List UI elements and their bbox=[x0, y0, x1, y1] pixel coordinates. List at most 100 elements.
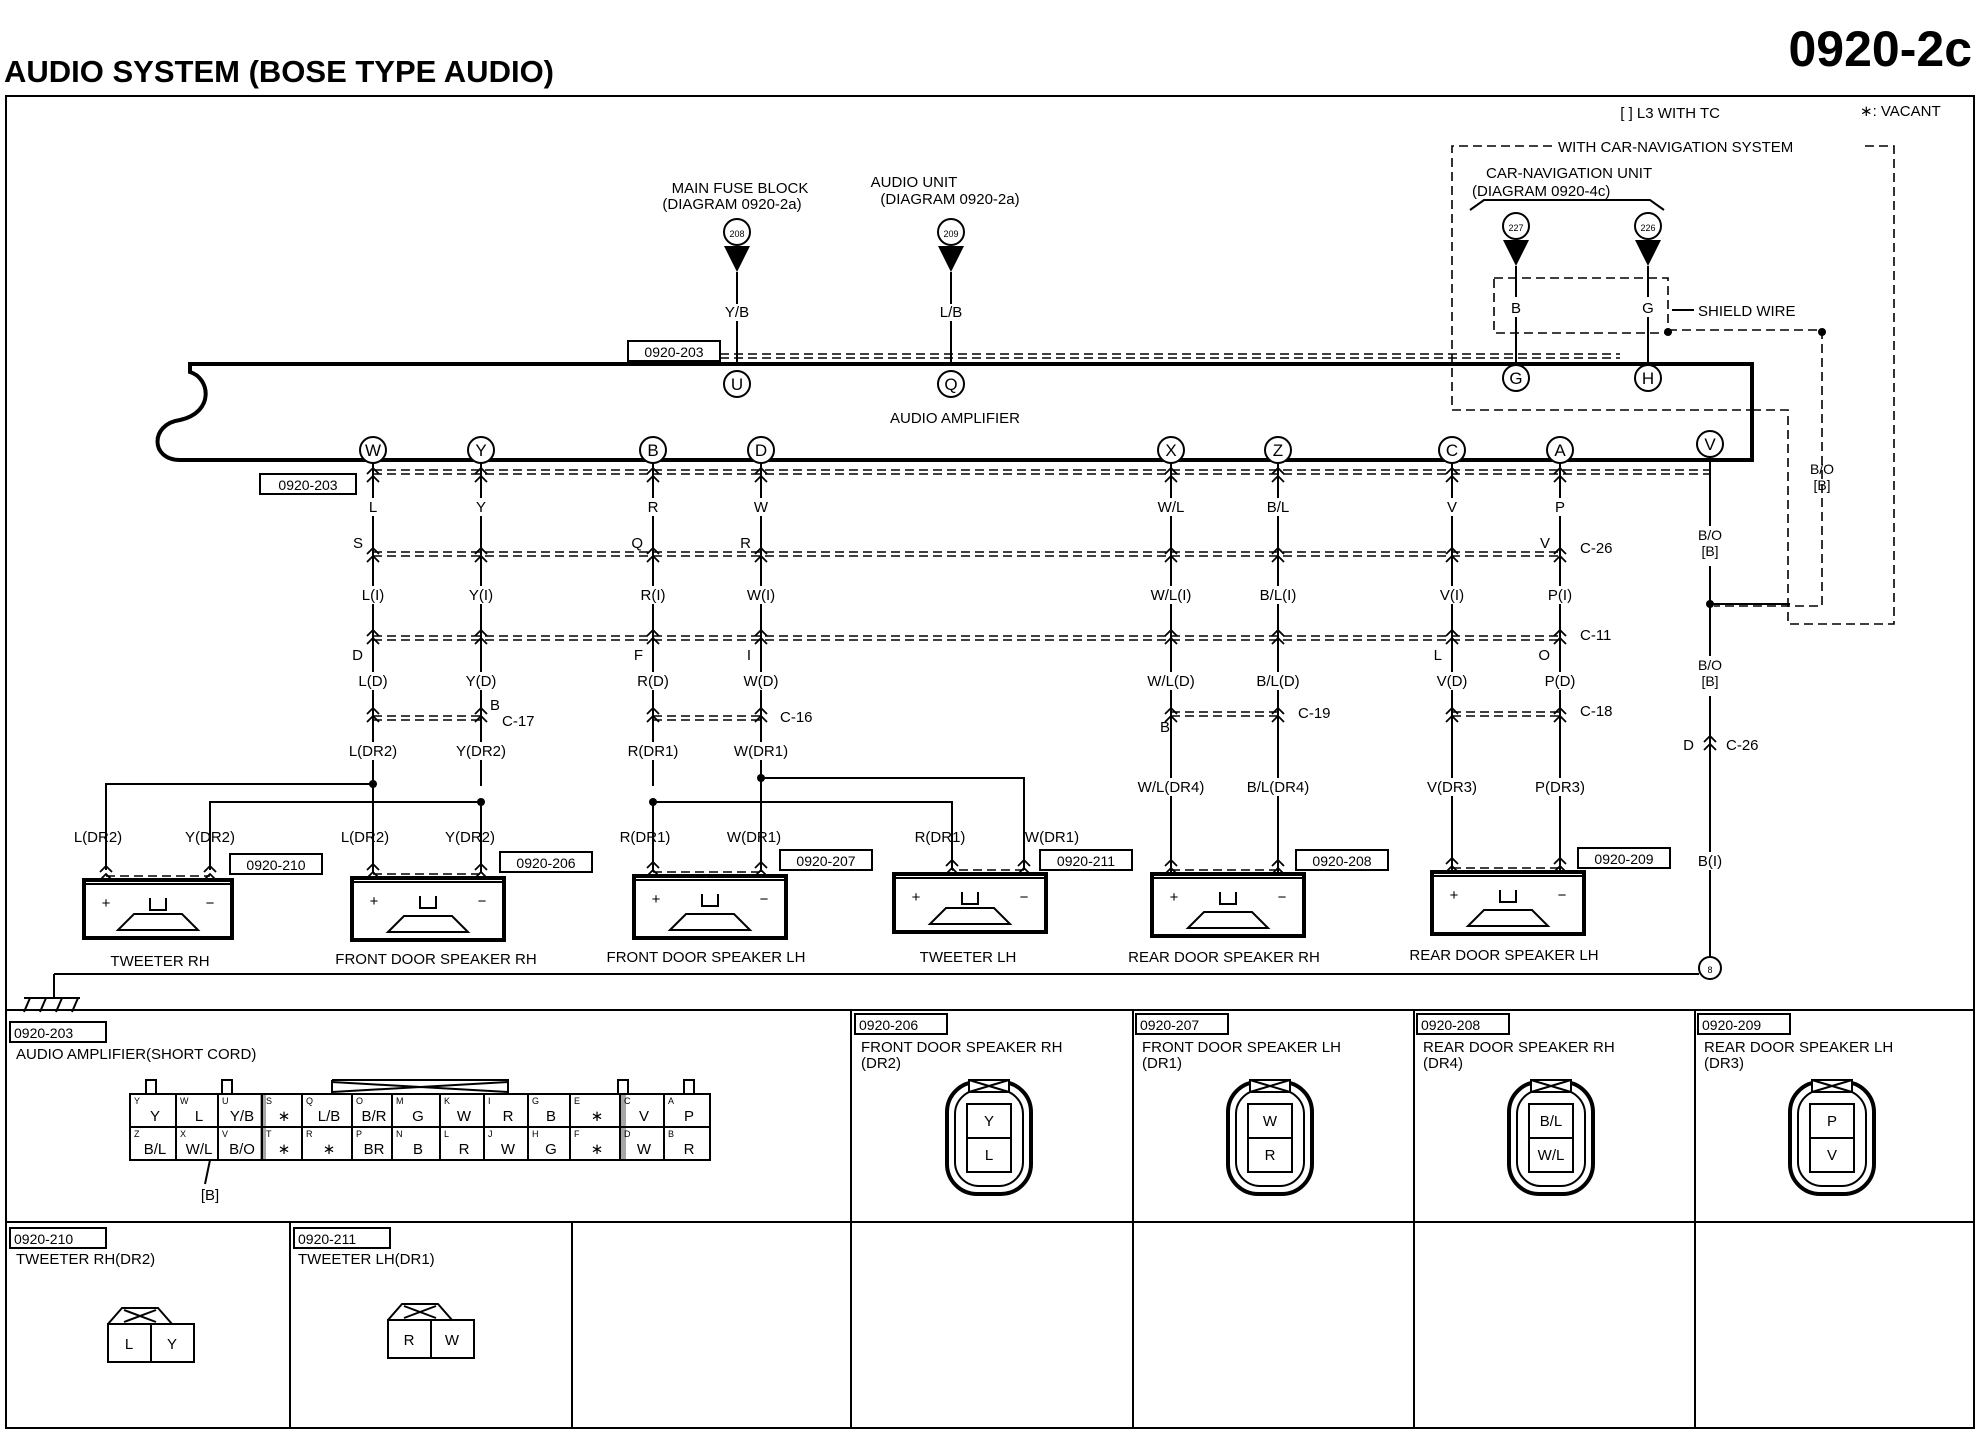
connector-211: 0920-211 TWEETER LH(DR1) R W bbox=[293, 1227, 475, 1359]
term-d: D bbox=[755, 441, 767, 460]
c203-top-pin-10: E bbox=[574, 1096, 580, 1106]
c211-pin-w: W bbox=[445, 1332, 460, 1349]
wire-4-seg4: W/L(DR4) bbox=[1138, 779, 1205, 796]
c203-bottom-pin-4: R bbox=[306, 1129, 313, 1139]
wire-7-seg1: P bbox=[1555, 499, 1565, 516]
wire-3-seg2: W(I) bbox=[747, 587, 775, 604]
svg-text:−: − bbox=[1558, 887, 1567, 904]
v-line: V B/O [B] B/O [B] D C-26 B(I) 8 bbox=[1683, 430, 1790, 980]
connector-210: 0920-210 TWEETER RH(DR2) L Y bbox=[9, 1227, 195, 1363]
c203-bottom-pin-3: T bbox=[266, 1129, 272, 1139]
shield-wire-label: SHIELD WIRE bbox=[1698, 303, 1796, 320]
wire-4-seg2: W/L(I) bbox=[1151, 587, 1192, 604]
side-wire-label: B/O bbox=[1810, 461, 1834, 477]
c203-bottom-cell-7: R bbox=[459, 1141, 470, 1158]
c208-id: 0920-208 bbox=[1421, 1017, 1480, 1033]
wire-1-seg3: Y(D) bbox=[466, 673, 497, 690]
v-wire1-note: [B] bbox=[1701, 543, 1718, 559]
c206-title: FRONT DOOR SPEAKER RH bbox=[861, 1039, 1062, 1056]
legend-vacant: ∗: VACANT bbox=[1860, 103, 1941, 120]
term-h: H bbox=[1642, 369, 1654, 388]
audio-unit-diagram: (DIAGRAM 0920-2a) bbox=[880, 191, 1019, 208]
term-z: Z bbox=[1273, 441, 1283, 460]
speaker-wire-columns: WLL(I)L(D)L(DR2)SDYYY(I)Y(D)Y(DR2)BBRR(I… bbox=[105, 436, 1710, 872]
shield-wire-path bbox=[1668, 329, 1823, 607]
c203-top-pin-0: Y bbox=[134, 1096, 140, 1106]
c207-title: FRONT DOOR SPEAKER LH bbox=[1142, 1039, 1341, 1056]
c203-bottom-cell-11: W bbox=[637, 1141, 652, 1158]
c203-bottom-cell-12: R bbox=[684, 1141, 695, 1158]
wire-2-pin1: Q bbox=[631, 535, 643, 552]
nav-wire-b-label: B bbox=[1511, 300, 1521, 317]
c210-pin-l: L bbox=[125, 1336, 133, 1353]
wire-column-c: CVV(I)V(D)V(DR3)L bbox=[1420, 436, 1484, 864]
wire-7-seg3: P(D) bbox=[1545, 673, 1576, 690]
c211-id: 0920-211 bbox=[298, 1231, 356, 1247]
wire-2-pin2: F bbox=[634, 647, 643, 664]
svg-text:+: + bbox=[912, 889, 921, 906]
amp-top-terminals: U Q G H bbox=[723, 364, 1662, 398]
speaker-0-wire1: L(DR2) bbox=[74, 829, 122, 846]
wire-column-x: XW/LW/L(I)W/L(D)W/L(DR4)B bbox=[1138, 436, 1205, 866]
c211-pin-r: R bbox=[404, 1332, 415, 1349]
c203-bottom-pin-12: B bbox=[668, 1129, 674, 1139]
wire-6-pin2: L bbox=[1434, 647, 1442, 664]
c203-bottom-pin-7: L bbox=[444, 1129, 449, 1139]
c203-bottom-cell-0: B/L bbox=[144, 1141, 167, 1158]
v-wire2-label: B/O bbox=[1698, 657, 1722, 673]
c203-top-cell-5: B/R bbox=[361, 1108, 386, 1125]
wire-4-seg1: W/L bbox=[1158, 499, 1185, 516]
wire-0-seg1: L bbox=[369, 499, 377, 516]
v-wire1-label: B/O bbox=[1698, 527, 1722, 543]
audio-unit: AUDIO UNIT (DIAGRAM 0920-2a) 209 L/B bbox=[871, 174, 1020, 366]
c203-bottom-pin-10: F bbox=[574, 1129, 580, 1139]
c209-sub: (DR3) bbox=[1704, 1055, 1744, 1072]
c203-top-cell-6: G bbox=[412, 1108, 424, 1125]
fuse-block-diagram: (DIAGRAM 0920-2a) bbox=[662, 196, 801, 213]
svg-text:−: − bbox=[760, 891, 769, 908]
c203-bottom-pin-0: Z bbox=[134, 1129, 140, 1139]
side-wire-note: [B] bbox=[1813, 477, 1830, 493]
diagram-title: AUDIO SYSTEM (BOSE TYPE AUDIO) bbox=[4, 54, 554, 89]
c207-pin-1: W bbox=[1263, 1113, 1278, 1130]
c203-top-pin-6: M bbox=[396, 1096, 404, 1106]
main-fuse-block: MAIN FUSE BLOCK (DIAGRAM 0920-2a) 208 Y/… bbox=[662, 180, 808, 366]
term-u: U bbox=[731, 375, 743, 394]
c208-sub: (DR4) bbox=[1423, 1055, 1463, 1072]
c203-top-cell-1: L bbox=[195, 1108, 203, 1125]
c209-id: 0920-209 bbox=[1702, 1017, 1761, 1033]
nav-pin-226-label: 226 bbox=[1640, 223, 1655, 233]
joint-c16-label: C-16 bbox=[780, 709, 813, 726]
wire-4-seg3: W/L(D) bbox=[1147, 673, 1195, 690]
speaker-2-connector: 0920-207 bbox=[796, 853, 855, 869]
speaker-5-label: REAR DOOR SPEAKER LH bbox=[1409, 947, 1598, 964]
wire-1-pin3: B bbox=[490, 697, 500, 714]
c203-top-cell-7: W bbox=[457, 1108, 472, 1125]
c209-title: REAR DOOR SPEAKER LH bbox=[1704, 1039, 1893, 1056]
c203-bottom-pin-8: J bbox=[488, 1129, 493, 1139]
c203-top-cell-3: ∗ bbox=[278, 1108, 291, 1125]
c209-pin-2: V bbox=[1827, 1147, 1837, 1164]
wire-4-pin3: B bbox=[1160, 719, 1170, 736]
c203-top-cell-0: Y bbox=[150, 1108, 160, 1125]
c203-top-cell-10: ∗ bbox=[591, 1108, 604, 1125]
c203-bottom-pin-9: H bbox=[532, 1129, 539, 1139]
wire-1-seg4: Y(DR2) bbox=[456, 743, 506, 760]
wire-2-seg2: R(I) bbox=[641, 587, 666, 604]
nav-pin-226: 226 bbox=[1634, 212, 1662, 279]
fuse-pin: 208 bbox=[729, 229, 744, 239]
wire-7-pin1: V bbox=[1540, 535, 1550, 552]
wire-5-seg4: B/L(DR4) bbox=[1247, 779, 1310, 796]
svg-text:+: + bbox=[1170, 889, 1179, 906]
c206-pin-2: L bbox=[985, 1147, 993, 1164]
joint-c17-label: C-17 bbox=[502, 713, 535, 730]
term-q: Q bbox=[944, 375, 957, 394]
wire-7-seg4: P(DR3) bbox=[1535, 779, 1585, 796]
c209-pin-1: P bbox=[1827, 1113, 1837, 1130]
speaker-1-wire1: L(DR2) bbox=[341, 829, 389, 846]
c207-pin-2: R bbox=[1265, 1147, 1276, 1164]
